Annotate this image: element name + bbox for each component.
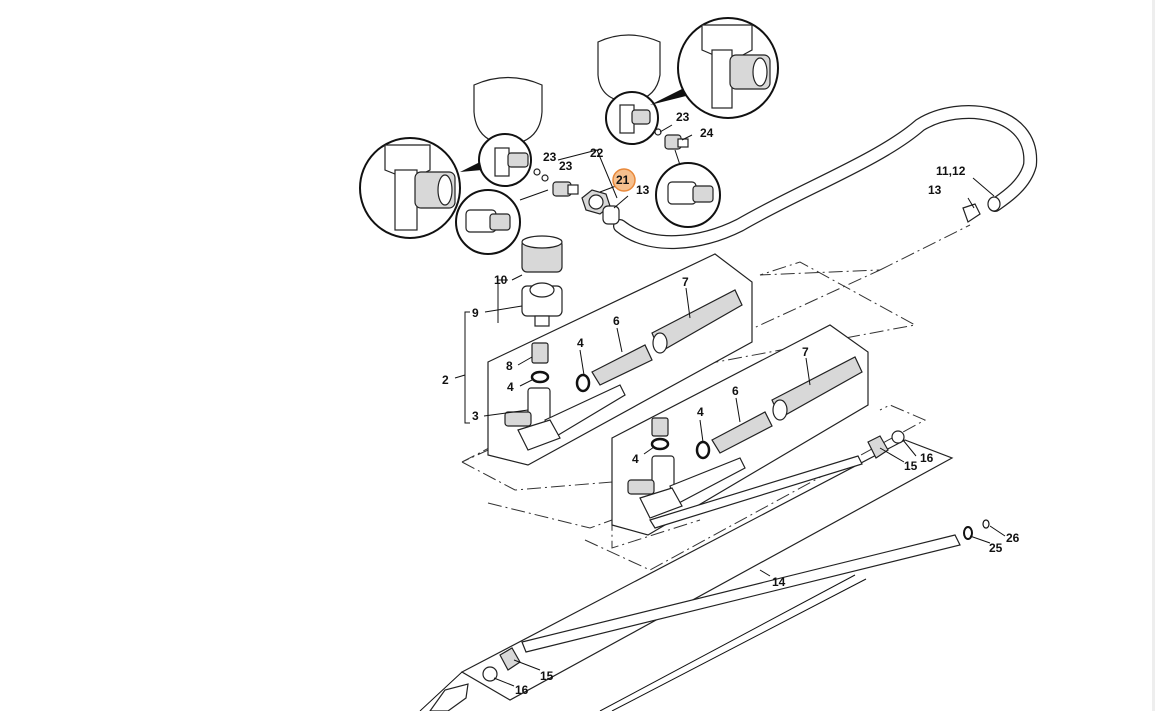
page-scrollbar[interactable] (1152, 0, 1155, 711)
label-23-a[interactable]: 23 (543, 150, 557, 164)
label-6-b[interactable]: 6 (732, 384, 739, 398)
lance-tube-lower (482, 534, 961, 711)
seal-part-7-lower (771, 356, 863, 421)
label-10[interactable]: 10 (494, 273, 508, 287)
label-11-12[interactable]: 11,12 (936, 164, 966, 178)
plug-part-8 (531, 342, 549, 364)
label-4-d[interactable]: 4 (632, 452, 639, 466)
label-24[interactable]: 24 (700, 126, 714, 140)
callout-labels[interactable]: 21 22 23 23 23 24 13 13 11,12 10 9 2 3 8… (442, 110, 1020, 697)
label-25[interactable]: 25 (989, 541, 1003, 555)
label-23-b[interactable]: 23 (559, 159, 573, 173)
label-6-a[interactable]: 6 (613, 314, 620, 328)
plug-lower (651, 417, 669, 437)
spring-part-6-upper (591, 344, 653, 386)
magnifier-left-nipple (455, 189, 549, 255)
label-13-a[interactable]: 13 (636, 183, 650, 197)
leader-lines (454, 124, 1006, 687)
o-ring-4-upper (530, 370, 591, 393)
highlight-circle-21 (612, 168, 636, 192)
nut-21 (581, 189, 611, 215)
label-16-b[interactable]: 16 (515, 683, 529, 697)
label-4-c[interactable]: 4 (697, 405, 704, 419)
filter-part-10 (521, 235, 563, 273)
label-16-a[interactable]: 16 (920, 451, 934, 465)
o-rings-23 (533, 128, 662, 182)
label-4-a[interactable]: 4 (507, 380, 514, 394)
label-9[interactable]: 9 (472, 306, 479, 320)
label-13-b[interactable]: 13 (928, 183, 942, 197)
valve-body-upper (504, 384, 626, 451)
magnifier-left-fitting (460, 133, 532, 187)
gauge-part-9 (521, 282, 563, 327)
magnifier-right-large (677, 17, 779, 119)
coupler-22 (552, 181, 579, 197)
label-2[interactable]: 2 (442, 373, 449, 387)
label-7-b[interactable]: 7 (802, 345, 809, 359)
label-26[interactable]: 26 (1006, 531, 1020, 545)
magnifier-left-large (359, 137, 461, 239)
label-23-c[interactable]: 23 (676, 110, 690, 124)
seal-part-7-upper (651, 289, 743, 354)
label-7-a[interactable]: 7 (682, 275, 689, 289)
magnifier-right-fitting (605, 85, 690, 145)
adapter-24 (664, 134, 689, 150)
label-14[interactable]: 14 (772, 575, 786, 589)
clamp-13 (602, 203, 981, 225)
nozzle-bottom (429, 683, 469, 711)
magnifier-right-nipple (655, 149, 721, 228)
label-8[interactable]: 8 (506, 359, 513, 373)
label-22[interactable]: 22 (590, 146, 604, 160)
hose-part-11-12 (613, 105, 1038, 249)
spring-part-6-lower (711, 411, 773, 454)
label-4-b[interactable]: 4 (577, 336, 584, 350)
label-3[interactable]: 3 (472, 409, 479, 423)
label-21[interactable]: 21 (616, 173, 630, 187)
label-15-a[interactable]: 15 (904, 459, 918, 473)
label-15-b[interactable]: 15 (540, 669, 554, 683)
o-rings-25-26 (963, 519, 990, 540)
valve-body-lower (627, 455, 746, 519)
lance-tube-upper (649, 430, 905, 529)
